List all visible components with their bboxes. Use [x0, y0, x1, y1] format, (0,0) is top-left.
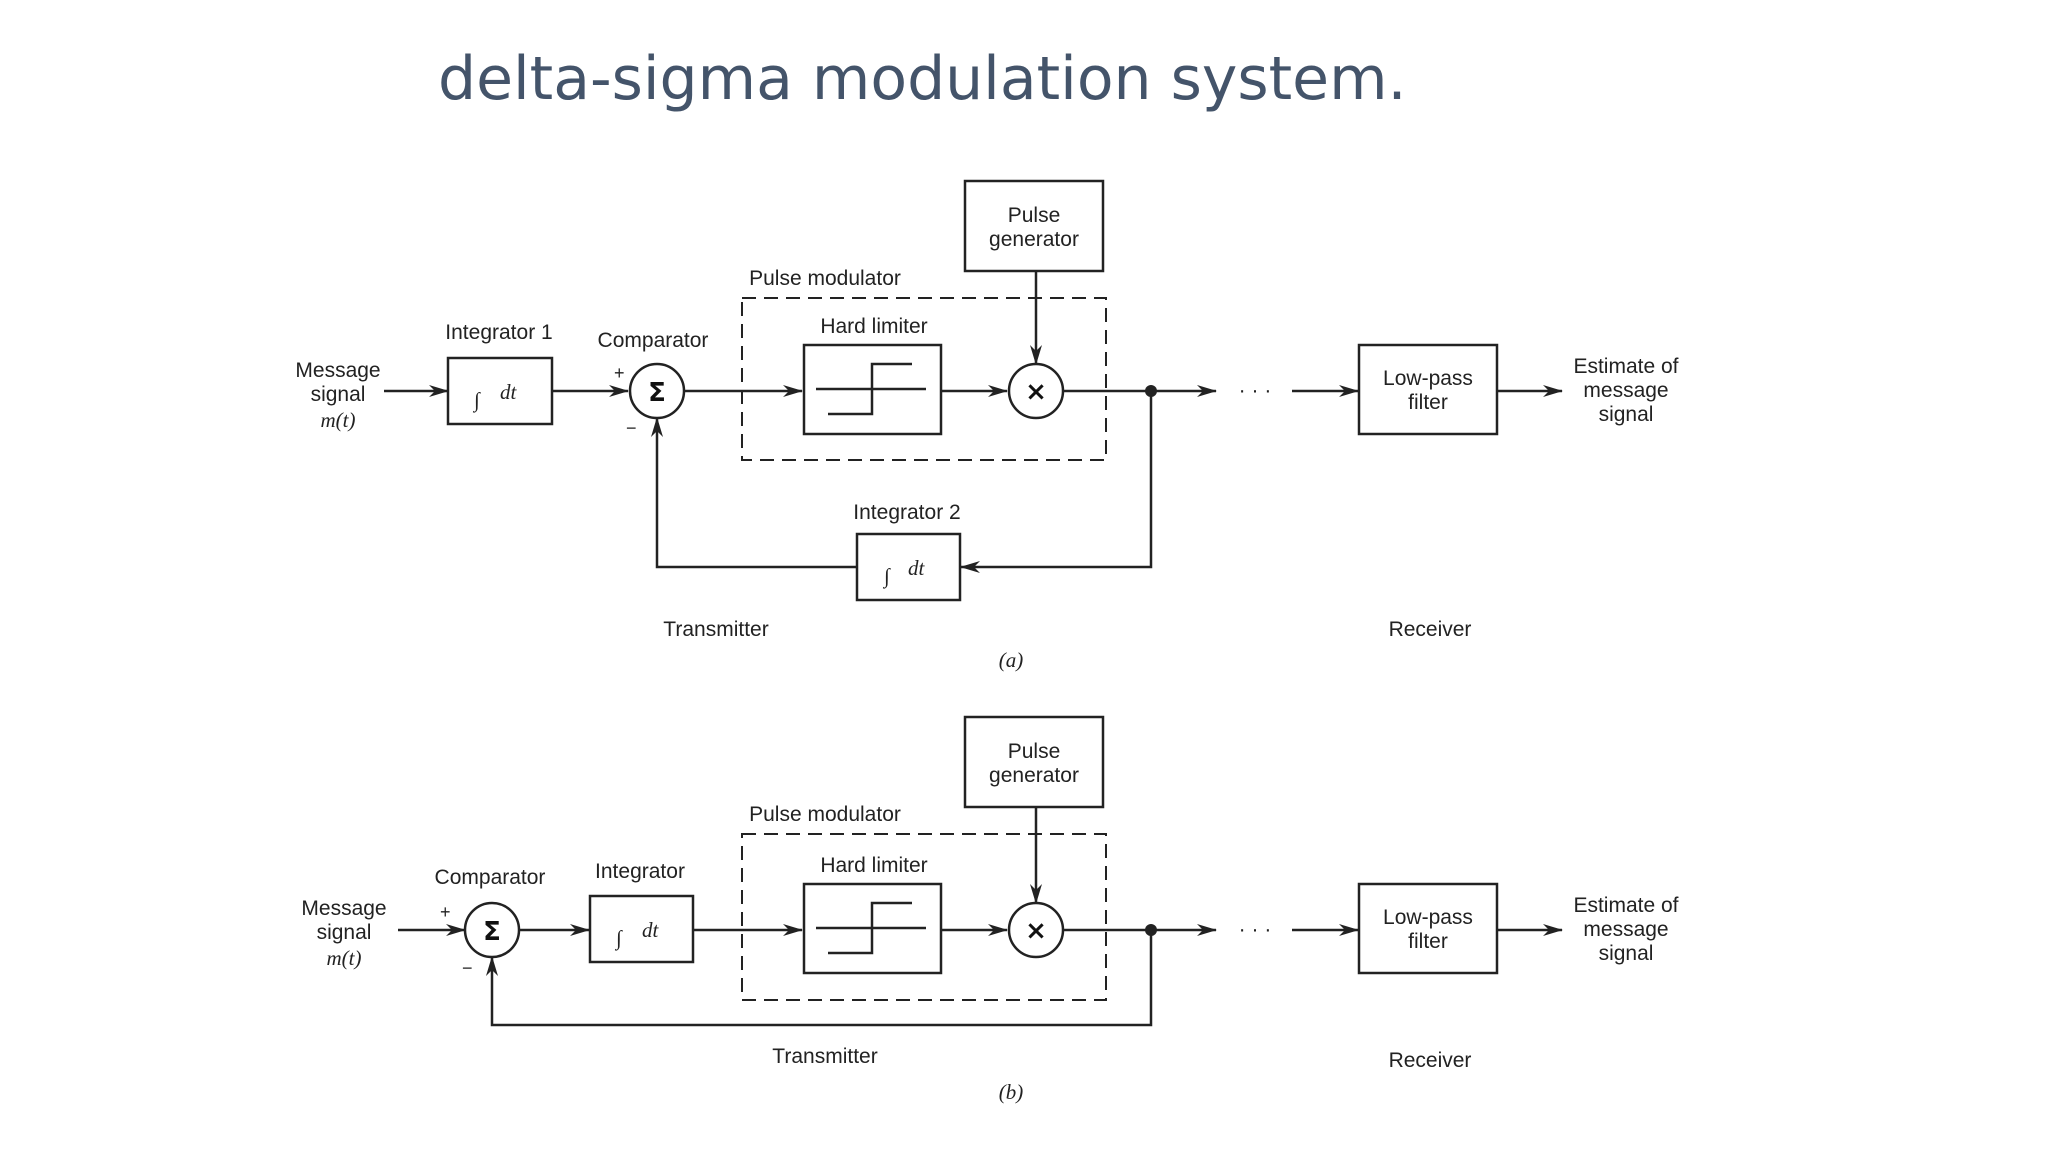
pulse-generator-block-a	[963, 179, 1105, 273]
comparator-label-b: Comparator	[435, 866, 546, 889]
estimate-label-b3: signal	[1599, 942, 1654, 965]
transmitter-label-a: Transmitter	[663, 618, 768, 641]
integral-sign-a2: ∫	[882, 564, 891, 589]
filter-label-b: filter	[1408, 930, 1448, 953]
hard-limiter-label-b: Hard limiter	[820, 854, 927, 877]
message-m-t-b: m(t)	[327, 946, 362, 970]
integrator-label-b: Integrator	[595, 860, 685, 883]
estimate-label-b2: message	[1583, 918, 1668, 941]
dt-label-b: dt	[642, 918, 660, 942]
ellipsis-b: · · ·	[1239, 918, 1272, 941]
low-pass-filter-block-b	[1357, 882, 1499, 975]
limiter-curve-b	[828, 901, 912, 955]
minus-sign-a: −	[626, 418, 637, 438]
estimate-label-a: Estimate of	[1573, 355, 1678, 378]
integrator-1-label: Integrator 1	[445, 321, 552, 344]
pulse-generator-label-a2: generator	[989, 228, 1079, 251]
integrator-2-label: Integrator 2	[853, 501, 960, 524]
integral-sign-a1: ∫	[472, 388, 481, 413]
plus-sign-b: +	[440, 902, 451, 922]
pulse-generator-label-b: Pulse	[1008, 740, 1061, 763]
integrator-1-block	[446, 356, 554, 426]
low-pass-label-a: Low-pass	[1383, 367, 1473, 390]
limiter-curve-a	[828, 362, 912, 416]
receiver-label-a: Receiver	[1389, 618, 1472, 641]
feedback-arrow-to-comp-b	[486, 930, 1153, 1027]
comparator-label-a: Comparator	[598, 329, 709, 352]
estimate-label-b: Estimate of	[1573, 894, 1678, 917]
pulse-generator-label-a: Pulse	[1008, 204, 1061, 227]
integrator-2-block	[855, 532, 962, 602]
dt-label-a1: dt	[500, 380, 518, 404]
ellipsis-a: · · ·	[1239, 379, 1272, 402]
feedback-arrow-to-comp-a	[651, 417, 857, 569]
diagram-a: Message signal m(t) Integrator 1 ∫ dt Co…	[295, 179, 1679, 672]
minus-sign-b: −	[462, 958, 473, 978]
pulse-generator-label-b2: generator	[989, 764, 1079, 787]
estimate-label-a2: message	[1583, 379, 1668, 402]
low-pass-filter-block-a	[1357, 343, 1499, 436]
transmitter-label-b: Transmitter	[772, 1045, 877, 1068]
diagram-b: Message signal m(t) Comparator Σ + − Int…	[301, 715, 1679, 1104]
message-signal-label-a2: signal	[311, 383, 366, 406]
plus-sign-a: +	[614, 363, 625, 383]
receiver-label-b: Receiver	[1389, 1049, 1472, 1072]
hard-limiter-label-a: Hard limiter	[820, 315, 927, 338]
pulse-modulator-label-a: Pulse modulator	[749, 267, 901, 290]
message-signal-label-a: Message	[295, 359, 380, 382]
sigma-b: Σ	[483, 917, 501, 947]
message-signal-label-b2: signal	[317, 921, 372, 944]
times-a: ×	[1025, 377, 1047, 407]
slide-title: delta-sigma modulation system.	[438, 44, 1407, 114]
integral-sign-b: ∫	[614, 926, 623, 951]
pulse-generator-block-b	[963, 715, 1105, 809]
caption-b: (b)	[999, 1080, 1024, 1104]
message-signal-label-b: Message	[301, 897, 386, 920]
feedback-arrow-to-int2	[960, 391, 1153, 573]
pulse-modulator-boundary-a	[741, 297, 1107, 461]
message-m-t-a: m(t)	[321, 408, 356, 432]
times-b: ×	[1025, 916, 1047, 946]
pulse-modulator-label-b: Pulse modulator	[749, 803, 901, 826]
filter-label-a: filter	[1408, 391, 1448, 414]
sigma-a: Σ	[648, 378, 666, 408]
pulse-modulator-boundary-b	[741, 833, 1107, 1001]
estimate-label-a3: signal	[1599, 403, 1654, 426]
dt-label-a2: dt	[908, 556, 926, 580]
caption-a: (a)	[999, 648, 1024, 672]
low-pass-label-b: Low-pass	[1383, 906, 1473, 929]
